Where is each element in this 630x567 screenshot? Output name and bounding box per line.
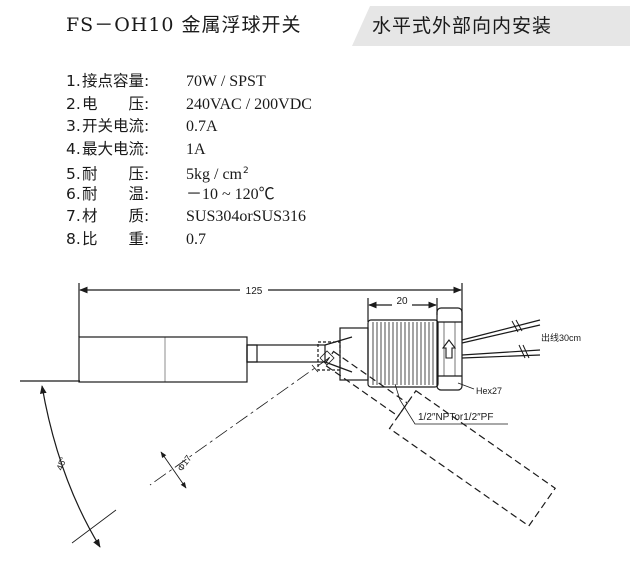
- spec-label: 开关电流:: [82, 117, 150, 135]
- spec-number: 1.: [66, 72, 81, 90]
- spec-number: 5.: [66, 165, 81, 183]
- mounting-subtitle: 水平式外部向内安装: [372, 15, 553, 37]
- dimension-thread-label: 20: [396, 296, 408, 307]
- dimension-diameter: Φ17: [160, 451, 194, 489]
- spec-value: SUS304orSUS316: [186, 208, 307, 225]
- header-bar: FS－OH10 金属浮球开关 水平式外部向内安装: [0, 0, 630, 52]
- spec-value: 1A: [186, 140, 206, 158]
- spec-number: 4.: [66, 139, 81, 158]
- up-arrow-icon: [441, 339, 457, 359]
- spec-row-switch-current: 3.开关电流: 0.7A: [66, 115, 312, 138]
- spec-value: 5kg / cm: [186, 166, 242, 183]
- spec-superscript: 2: [243, 166, 249, 176]
- spec-label: 电 压:: [82, 94, 150, 113]
- thread-spec-label: 1/2″NPTor1/2″PF: [418, 412, 493, 423]
- spec-value: 0.7: [186, 230, 206, 248]
- spec-row-specific-gravity: 8.比 重: 0.7: [66, 228, 312, 251]
- spec-label: 比 重:: [82, 229, 150, 248]
- pivot-hinge: [311, 341, 341, 373]
- spec-number: 2.: [66, 94, 81, 113]
- spec-label: 材 质:: [82, 207, 150, 225]
- spec-label: 接点容量:: [82, 72, 150, 90]
- float-arm: [246, 336, 353, 373]
- dimension-thread: 20: [367, 295, 438, 322]
- dimension-length-label: 125: [246, 286, 263, 297]
- spec-label: 耐 温:: [82, 184, 150, 203]
- hex-nut: [436, 307, 463, 391]
- thread-callout: 1/2″NPTor1/2″PF: [394, 383, 508, 425]
- hex-size-label: Hex27: [476, 386, 502, 396]
- lead-wires: 出线30cm: [461, 319, 581, 359]
- product-title: FS－OH10 金属浮球开关: [66, 14, 302, 36]
- spec-number: 8.: [66, 229, 81, 248]
- spec-row-contact-rating: 1.接点容量: 70W / SPST: [66, 70, 312, 93]
- spec-value: 240VAC / 200VDC: [186, 95, 312, 113]
- spec-value: 0.7A: [186, 118, 218, 135]
- spec-number: 6.: [66, 184, 81, 203]
- spec-list: 1.接点容量:70W / SPST 2.电 压:240VAC / 200VDC …: [66, 70, 312, 250]
- spec-row-material: 7.材 质: SUS304orSUS316: [66, 205, 312, 228]
- threaded-fitting: [339, 319, 439, 388]
- lead-length-label: 出线30cm: [541, 332, 581, 343]
- spec-label: 耐 压:: [82, 165, 150, 183]
- spec-value: －10 ~ 120℃: [186, 185, 275, 203]
- float-tilted: [323, 350, 557, 527]
- spec-row-max-current: 4.最大电流: 1A: [66, 138, 312, 161]
- spec-value: 70W / SPST: [186, 73, 266, 90]
- dimension-angle: 45°: [20, 380, 117, 548]
- spec-number: 7.: [66, 207, 81, 225]
- spec-number: 3.: [66, 117, 81, 135]
- subtitle-tab: [352, 6, 630, 46]
- spec-row-pressure: 5.耐 压: 5kg / cm2: [66, 160, 312, 183]
- spec-row-temperature: 6.耐 温: －10 ~ 120℃: [66, 183, 312, 206]
- dimension-length: 125: [78, 283, 463, 337]
- spec-row-voltage: 2.电 压: 240VAC / 200VDC: [66, 93, 312, 116]
- hex-callout: Hex27: [457, 382, 502, 396]
- angle-label: 45°: [54, 455, 68, 472]
- float-body: [78, 336, 248, 383]
- spec-label: 最大电流:: [82, 139, 150, 158]
